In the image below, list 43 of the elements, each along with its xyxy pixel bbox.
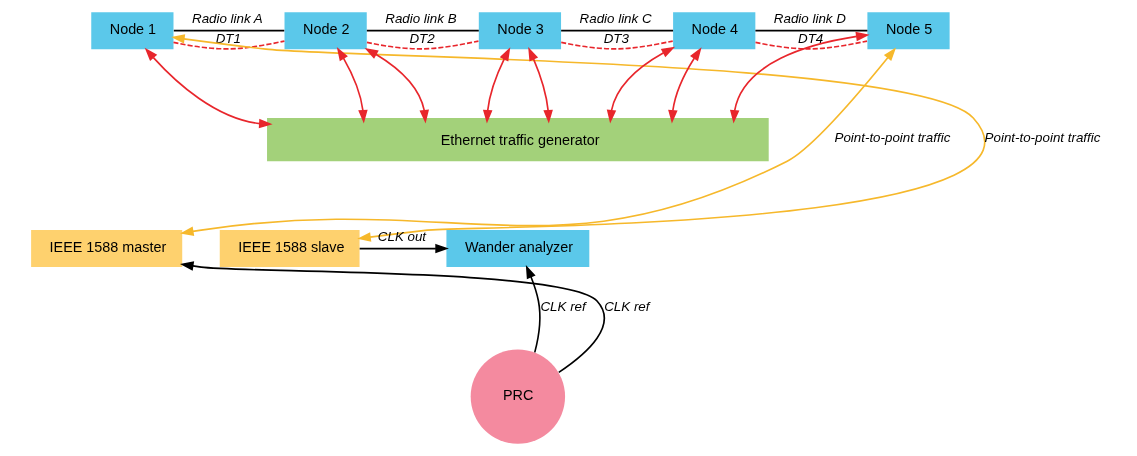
node-box: Wander analyzer [446, 230, 590, 268]
node-box: Node 5 [867, 12, 950, 50]
arrow [144, 47, 273, 129]
edge-label: Radio link B [385, 10, 457, 26]
edge-label: DT3 [603, 31, 629, 47]
arrow [606, 46, 676, 124]
node-box: IEEE 1588 slave [219, 230, 360, 268]
edge-label: Point-to-point traffic [984, 130, 1101, 146]
arrow [171, 34, 986, 242]
edge-label: Point-to-point traffic [834, 130, 951, 146]
edge-label: CLK ref [540, 298, 586, 314]
arrow [180, 261, 606, 374]
node-box: Node 3 [478, 12, 562, 50]
arrow [528, 47, 553, 124]
connector [560, 29, 674, 32]
edge-label: DT2 [409, 31, 435, 47]
edge-label: Radio link A [191, 10, 263, 26]
node-box: Node 1 [91, 12, 174, 50]
arrow [729, 31, 870, 124]
edge-label: DT4 [798, 31, 824, 47]
node-circle: PRC [470, 349, 566, 444]
edge-label: CLK ref [604, 298, 650, 314]
arrow [336, 47, 368, 124]
edge-label: Radio link D [773, 10, 846, 26]
connector [173, 29, 286, 32]
connector [366, 40, 480, 50]
connector [560, 40, 674, 50]
node-box: Node 2 [284, 12, 367, 50]
arrow [525, 264, 541, 354]
edge-label: Radio link C [579, 10, 652, 26]
arrow [364, 47, 429, 124]
arrow [482, 47, 511, 124]
connector [172, 40, 286, 50]
connector [754, 29, 869, 32]
node-box: IEEE 1588 master [31, 230, 183, 268]
node-box: Node 4 [673, 12, 756, 50]
arrow [358, 243, 449, 254]
arrow [668, 47, 702, 124]
arrow [180, 47, 897, 236]
connector [754, 40, 868, 50]
edge-label: DT1 [215, 31, 241, 47]
connector [366, 29, 480, 32]
node-box: Ethernet traffic generator [267, 118, 769, 162]
